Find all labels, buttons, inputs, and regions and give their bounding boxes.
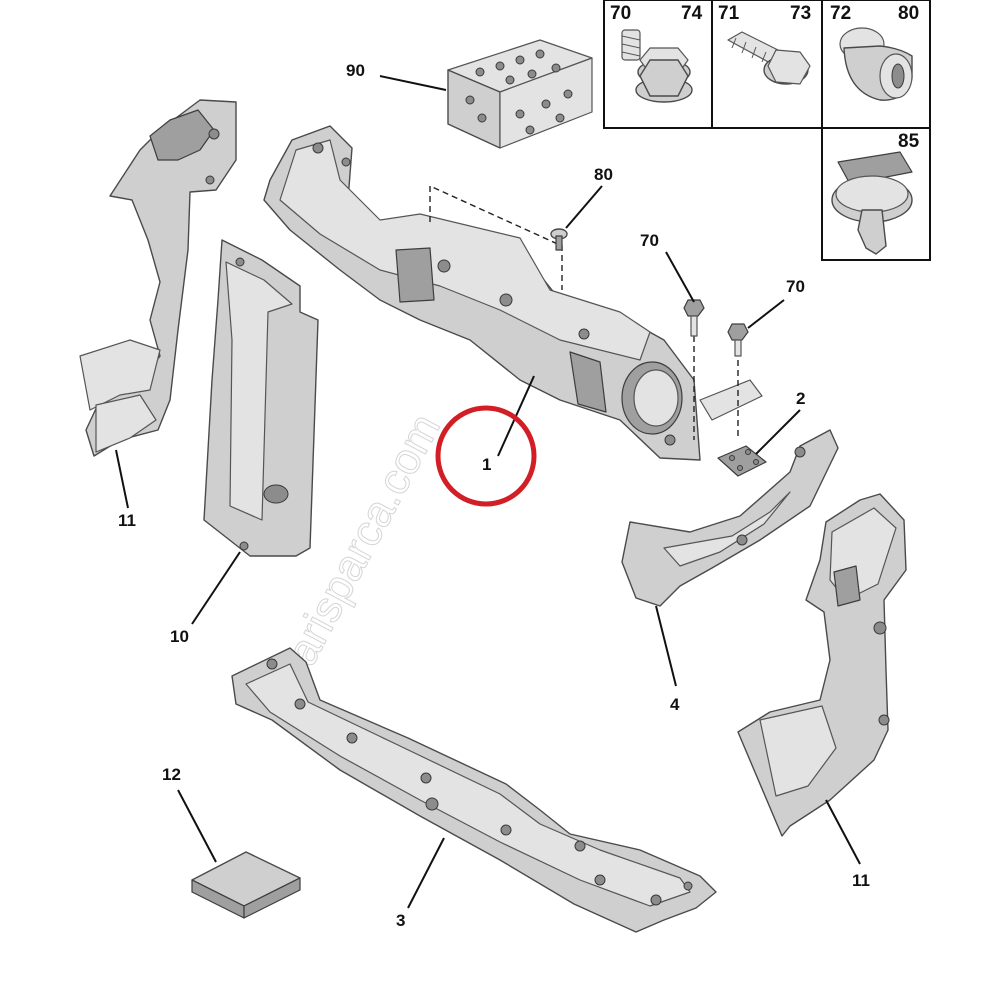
legend-right-number: 80: [898, 3, 919, 24]
flange-bolt-icon: [621, 29, 693, 103]
callout-70-b: 70: [786, 277, 805, 296]
callout-labels: 90 80 70 70 2 1 11 10 4 12 11 3: [118, 61, 870, 930]
callout-4: 4: [670, 695, 680, 714]
legend-left-number: 72: [830, 3, 851, 24]
callout-11-left: 11: [118, 511, 136, 530]
rivet-clip-icon: [831, 151, 913, 255]
legend-left-number: 71: [718, 3, 740, 24]
part-11-right-deflector: [737, 493, 907, 837]
part-1-upper-crossmember: [263, 125, 763, 461]
legend-box-72-80: 72 80: [821, 0, 931, 129]
legend-right-number: 73: [790, 3, 811, 24]
legend-box-85: 85: [821, 127, 931, 261]
callout-1: 1: [482, 455, 491, 474]
fastener-70-bolt-b: [727, 323, 749, 357]
legend-right-number: 85: [898, 131, 920, 152]
fastener-70-bolt-a: [683, 299, 705, 337]
callout-10: 10: [170, 627, 189, 646]
legend-left-number: 70: [610, 3, 631, 24]
highlight-circle: [435, 405, 537, 507]
push-clip-icon: [839, 27, 913, 101]
part-2-plate: [717, 445, 767, 477]
part-4-support-bracket: [621, 429, 839, 607]
callout-2: 2: [796, 389, 805, 408]
legend-box-71-73: 71 73: [711, 0, 823, 129]
callout-90: 90: [346, 61, 365, 80]
part-90-fastener-kit: [447, 39, 593, 149]
fastener-80-clip: [550, 228, 568, 251]
callout-70-a: 70: [640, 231, 659, 250]
callout-80: 80: [594, 165, 613, 184]
callout-12: 12: [162, 765, 181, 784]
part-10-side-panel: [203, 239, 319, 557]
part-11-left-deflector: [79, 99, 237, 457]
callout-11-right: 11: [852, 871, 870, 890]
legend-right-number: 74: [681, 3, 703, 24]
leader-lines: [115, 75, 861, 909]
part-12-pad: [191, 851, 301, 919]
callout-3: 3: [396, 911, 405, 930]
part-3-lower-crossmember: [231, 647, 717, 933]
legend-box-70-74: 70 74: [603, 0, 713, 129]
hex-bolt-icon: [727, 31, 811, 85]
